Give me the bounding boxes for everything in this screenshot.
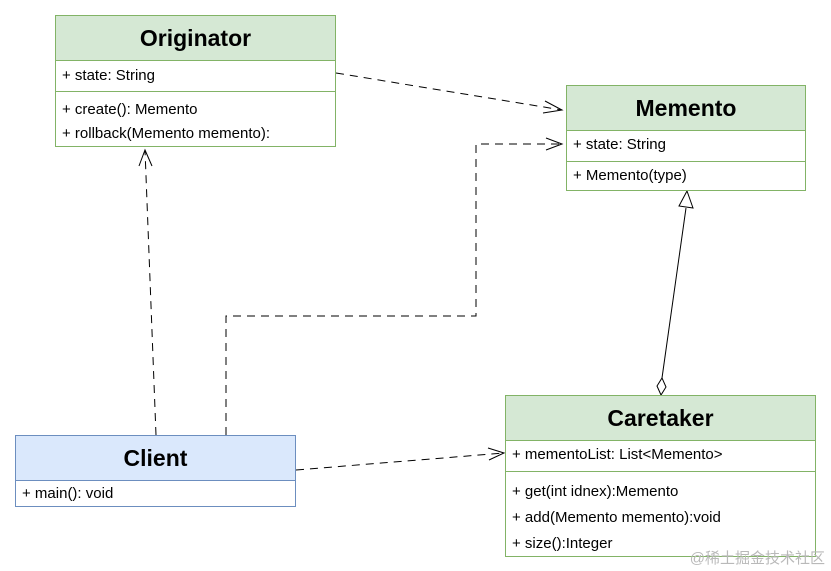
dependency-originator-memento: [335, 72, 564, 114]
open-arrowhead: [138, 148, 153, 167]
watermark: @稀土掘金技术社区: [689, 550, 825, 567]
attribute: + state: String: [62, 67, 155, 84]
association-line: [661, 207, 687, 379]
operation: + rollback(Memento memento):: [62, 125, 270, 142]
aggregation-caretaker-memento: [656, 189, 694, 397]
dependency-line: [225, 143, 562, 435]
dependency-line: [335, 72, 563, 111]
open-arrowhead: [545, 137, 564, 151]
dependency-client-caretaker: [295, 447, 506, 471]
class-name: Client: [16, 436, 295, 481]
dependency-client-originator: [138, 148, 157, 436]
class-originator[interactable]: Originator + state: String + create(): M…: [55, 15, 336, 147]
operation: + main(): void: [22, 485, 114, 502]
hollow-diamond: [656, 376, 667, 397]
attributes-section: + mementoList: List<Memento>: [506, 441, 815, 472]
attribute: + mementoList: List<Memento>: [512, 446, 723, 463]
class-name: Originator: [56, 16, 335, 61]
operations-section: + get(int idnex):Memento + add(Memento m…: [506, 472, 815, 561]
operations-section: + main(): void: [16, 481, 295, 510]
class-name: Caretaker: [506, 396, 815, 441]
class-client[interactable]: Client + main(): void: [15, 435, 296, 507]
operation: + get(int idnex):Memento: [512, 483, 679, 500]
hollow-triangle-arrowhead: [678, 189, 694, 209]
dependency-line: [144, 149, 157, 436]
operations-section: + create(): Memento + rollback(Memento m…: [56, 92, 335, 150]
class-memento[interactable]: Memento + state: String + Memento(type): [566, 85, 806, 191]
operations-section: + Memento(type): [567, 162, 805, 192]
operation: + Memento(type): [573, 167, 687, 184]
dependency-client-memento: [225, 137, 564, 435]
open-arrowhead: [542, 100, 564, 114]
attributes-section: + state: String: [56, 61, 335, 92]
operation: + add(Memento memento):void: [512, 509, 721, 526]
open-arrowhead: [487, 447, 506, 461]
dependency-line: [295, 452, 505, 471]
class-name: Memento: [567, 86, 805, 131]
class-caretaker[interactable]: Caretaker + mementoList: List<Memento> +…: [505, 395, 816, 557]
operation: + create(): Memento: [62, 101, 198, 118]
operation: + size():Integer: [512, 535, 613, 552]
attribute: + state: String: [573, 136, 666, 153]
attributes-section: + state: String: [567, 131, 805, 162]
